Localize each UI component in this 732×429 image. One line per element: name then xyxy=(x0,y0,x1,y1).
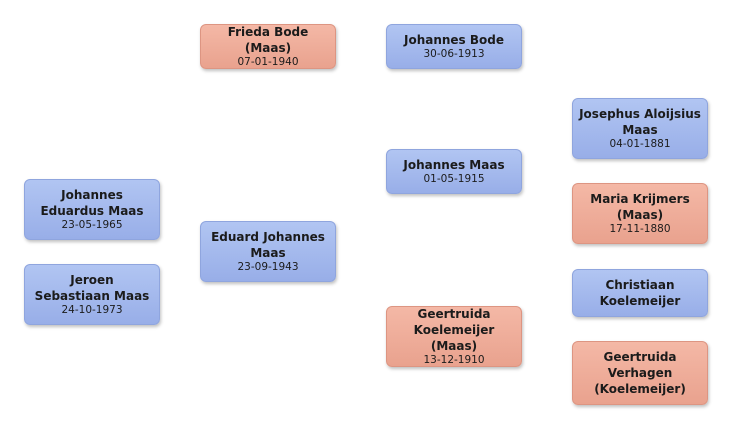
person-card-johannes-bode[interactable]: Johannes Bode 30-06-1913 xyxy=(386,24,522,69)
person-name: Geertruida Verhagen (Koelemeijer) xyxy=(594,350,686,396)
person-name: Geertruida Koelemeijer (Maas) xyxy=(413,307,495,353)
person-name: Eduard Johannes Maas xyxy=(211,230,325,260)
person-card-eduard-johannes-maas[interactable]: Eduard Johannes Maas 23-09-1943 xyxy=(200,221,336,282)
person-card-frieda-bode[interactable]: Frieda Bode (Maas) 07-01-1940 xyxy=(200,24,336,69)
person-name: Maria Krijmers (Maas) xyxy=(590,192,690,222)
person-date: 17-11-1880 xyxy=(609,223,671,235)
person-card-josephus-maas[interactable]: Josephus Aloijsius Maas 04-01-1881 xyxy=(572,98,708,159)
person-card-christiaan-koelemeijer[interactable]: Christiaan Koelemeijer xyxy=(572,269,708,317)
person-name: Johannes Bode xyxy=(403,33,504,47)
person-name: Frieda Bode (Maas) xyxy=(227,25,309,55)
person-name: Johannes Eduardus Maas xyxy=(40,188,144,218)
person-date: 04-01-1881 xyxy=(609,138,671,150)
person-date: 23-09-1943 xyxy=(237,261,299,273)
person-card-geertruida-verhagen[interactable]: Geertruida Verhagen (Koelemeijer) xyxy=(572,341,708,405)
person-name: Christiaan Koelemeijer xyxy=(599,278,681,308)
person-date: 13-12-1910 xyxy=(423,354,485,366)
person-card-geertruida-koelemeijer[interactable]: Geertruida Koelemeijer (Maas) 13-12-1910 xyxy=(386,306,522,367)
person-card-jeroen-sebastiaan-maas[interactable]: Jeroen Sebastiaan Maas 24-10-1973 xyxy=(24,264,160,325)
person-date: 07-01-1940 xyxy=(237,56,299,68)
person-date: 30-06-1913 xyxy=(423,48,485,60)
person-date: 24-10-1973 xyxy=(61,304,123,316)
person-date: 23-05-1965 xyxy=(61,219,123,231)
person-card-johannes-eduardus-maas[interactable]: Johannes Eduardus Maas 23-05-1965 xyxy=(24,179,160,240)
person-date: 01-05-1915 xyxy=(423,173,485,185)
person-card-johannes-maas[interactable]: Johannes Maas 01-05-1915 xyxy=(386,149,522,194)
person-name: Josephus Aloijsius Maas xyxy=(579,107,701,137)
person-name: Johannes Maas xyxy=(403,158,505,172)
person-card-maria-krijmers[interactable]: Maria Krijmers (Maas) 17-11-1880 xyxy=(572,183,708,244)
person-name: Jeroen Sebastiaan Maas xyxy=(34,273,150,303)
